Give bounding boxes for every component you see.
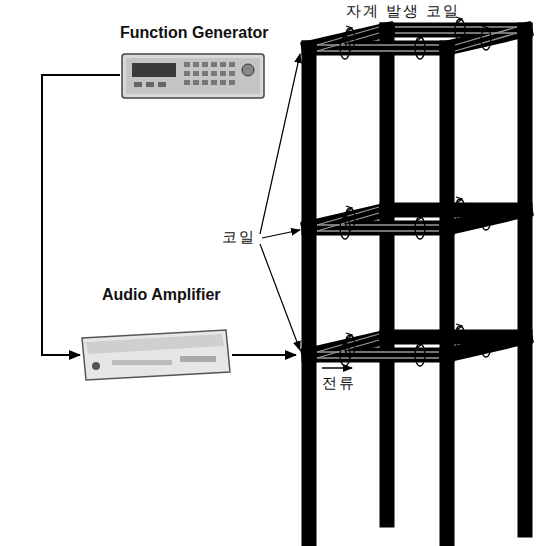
- device-box: Audio Amplifier: [80, 286, 232, 382]
- button: [229, 80, 235, 85]
- field-loop: [455, 19, 465, 41]
- loop-arrow: [346, 26, 352, 32]
- button: [184, 80, 190, 85]
- loop-arrow: [346, 333, 352, 339]
- signal-arrow: [42, 75, 120, 355]
- signal-arrow: [232, 354, 296, 356]
- field-loop: [455, 326, 465, 348]
- button: [211, 62, 217, 67]
- button: [202, 80, 208, 85]
- current-arrow: [322, 367, 352, 369]
- loop-arrow: [456, 197, 462, 203]
- button: [229, 71, 235, 76]
- field-loop: [345, 28, 355, 50]
- loop-arrow: [482, 26, 488, 32]
- winding-line: [395, 26, 517, 27]
- button: [211, 80, 217, 85]
- coil-winding: [317, 27, 517, 358]
- loop-arrow: [416, 35, 422, 41]
- current-label: 전류: [322, 374, 356, 393]
- button: [202, 62, 208, 67]
- leader-line: [260, 54, 300, 350]
- field-loop: [340, 17, 491, 366]
- winding-line: [317, 357, 439, 358]
- field-loop: [415, 37, 425, 59]
- winding-line: [317, 230, 439, 231]
- steel-frame: [309, 30, 525, 546]
- loop-arrow: [416, 342, 422, 348]
- loop-arrow: [341, 35, 347, 41]
- loop-arrow: [416, 215, 422, 221]
- audio-amplifier: [82, 330, 230, 380]
- field-loop: [455, 199, 465, 221]
- function-generator: [122, 54, 264, 98]
- button: [202, 71, 208, 76]
- field-loop: [345, 208, 355, 230]
- button: [193, 71, 199, 76]
- device-label: Function Generator: [120, 24, 268, 42]
- button: [193, 62, 199, 67]
- loop-arrow: [341, 342, 347, 348]
- winding-line: [317, 50, 439, 51]
- button: [184, 71, 190, 76]
- loop-arrow: [341, 215, 347, 221]
- device-box: Function Generator: [116, 24, 272, 100]
- field-loop: [415, 217, 425, 239]
- field-loop: [481, 28, 491, 50]
- loop-arrow: [482, 333, 488, 339]
- field-loop: [415, 344, 425, 366]
- loop-arrow: [346, 206, 352, 212]
- button: [220, 80, 226, 85]
- field-loop: [345, 335, 355, 357]
- coil-label: 코일: [222, 228, 256, 247]
- loop-arrow: [456, 324, 462, 330]
- button: [220, 71, 226, 76]
- loop-arrow: [482, 206, 488, 212]
- button: [220, 62, 226, 67]
- device-label: 자계 발생 코일: [346, 2, 460, 21]
- field-loop: [481, 208, 491, 230]
- button: [193, 80, 199, 85]
- button: [184, 62, 190, 67]
- device-label: Audio Amplifier: [102, 286, 221, 304]
- field-loop: [481, 335, 491, 357]
- button: [211, 71, 217, 76]
- button: [229, 62, 235, 67]
- frame-box: 자계 발생 코일: [296, 2, 536, 546]
